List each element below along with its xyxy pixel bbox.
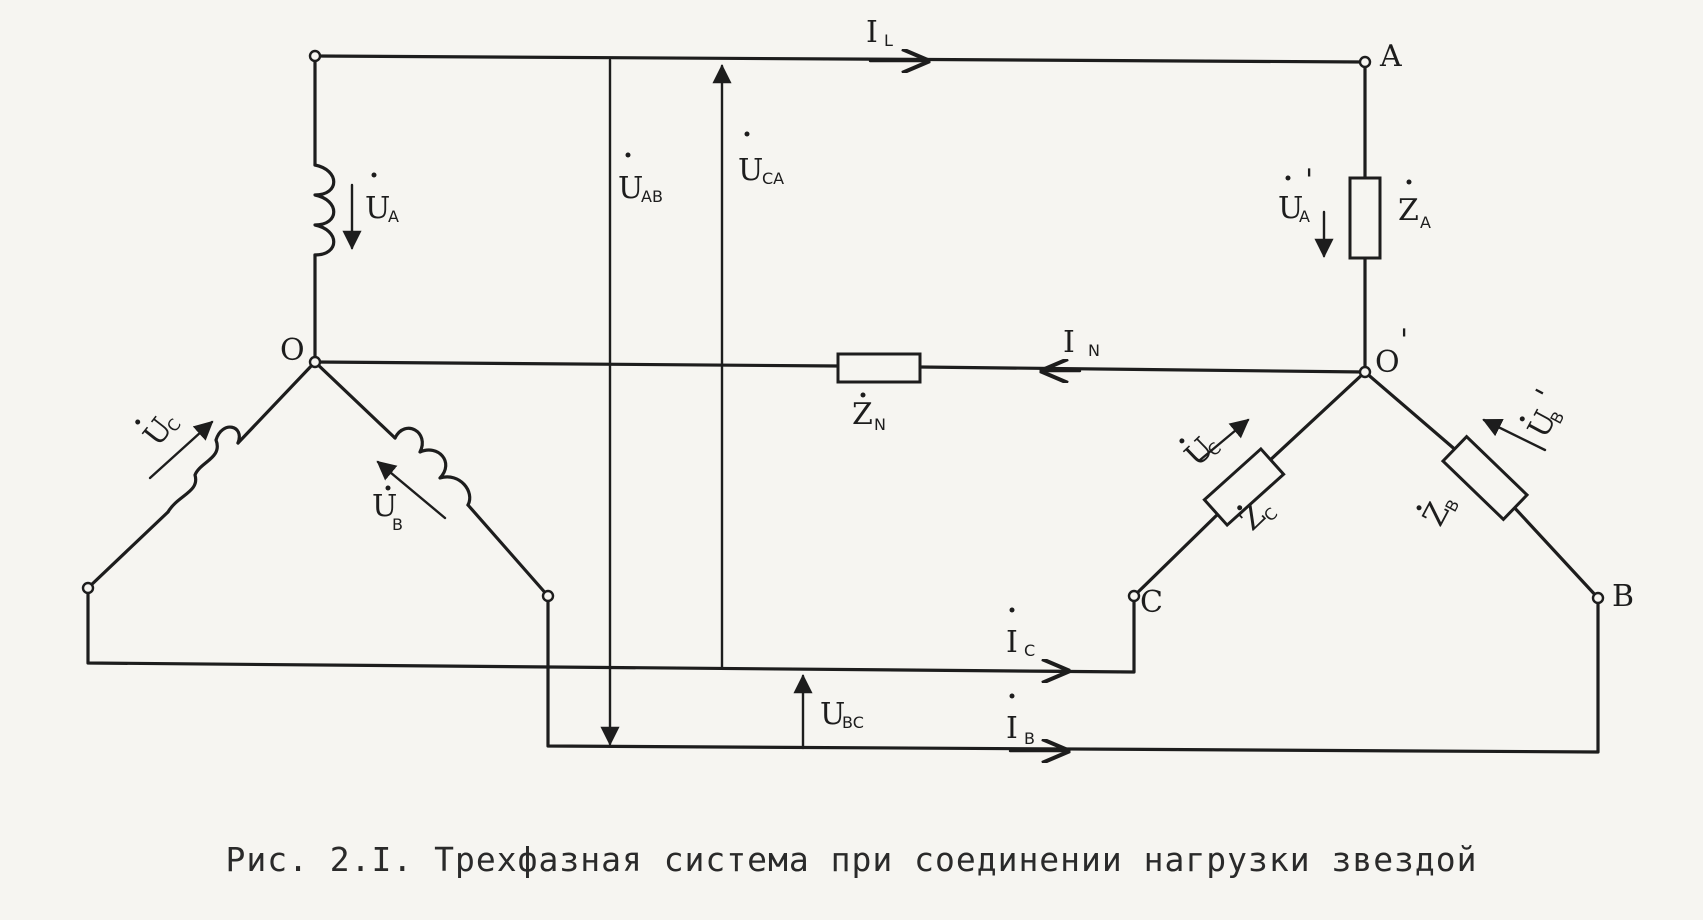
label-node-o: O	[280, 333, 305, 368]
load-impedance-c	[1202, 446, 1286, 528]
label-u-a-load-prime: '	[1305, 163, 1313, 198]
figure-caption: Рис. 2.I. Трехфазная система при соедине…	[225, 840, 1478, 879]
label-i-n-sub: N	[1088, 341, 1100, 360]
label-node-o-prime-mark: '	[1400, 323, 1408, 358]
load-u-c-arrow	[1198, 418, 1250, 462]
neutral-impedance	[836, 352, 922, 384]
load-phase-b-wire	[1363, 370, 1600, 600]
label-u-bc-sub: BC	[842, 713, 864, 732]
label-u-a-load: U	[1278, 191, 1303, 226]
label-z-a: Z	[1398, 193, 1419, 228]
label-z-n: Z	[852, 397, 873, 432]
load-u-b-arrow	[1482, 418, 1547, 452]
source-phase-c-wire	[86, 360, 317, 590]
label-u-b-source: U	[372, 489, 397, 524]
label-z-n-sub: N	[874, 415, 886, 434]
label-i-l-sub: L	[884, 31, 893, 50]
source-u-c-arrow	[148, 420, 214, 480]
load-phase-c-wire	[1132, 370, 1367, 598]
label-u-b-load-prime: '	[1529, 384, 1564, 408]
label-u-ca: U	[738, 153, 763, 188]
label-i-c-sub: C	[1024, 641, 1035, 660]
node-o-prime	[1358, 365, 1372, 379]
label-u-a-source-sub: A	[388, 207, 399, 226]
line-a-wire	[313, 54, 1367, 64]
label-node-c: C	[1140, 585, 1163, 620]
node-b	[1591, 591, 1605, 605]
node-o	[308, 355, 322, 369]
label-i-b: I	[1006, 711, 1018, 746]
label-node-b: B	[1612, 579, 1634, 614]
source-phase-a-coil	[313, 163, 336, 257]
node-top-left	[308, 49, 322, 63]
label-i-b-sub: B	[1024, 729, 1035, 748]
label-node-a: A	[1379, 39, 1402, 74]
line-b-wire	[546, 594, 1600, 754]
label-i-l: I	[866, 15, 878, 50]
label-u-a-source: U	[365, 191, 390, 226]
label-u-a-load-sub: A	[1299, 207, 1310, 226]
label-i-n: I	[1063, 325, 1075, 360]
load-impedance-b	[1440, 434, 1530, 522]
label-u-b-source-sub: B	[392, 515, 403, 534]
source-phase-b-wire	[313, 360, 550, 598]
source-u-b-arrow	[376, 460, 447, 520]
label-u-ca-sub: CA	[762, 169, 784, 188]
node-a	[1358, 55, 1372, 69]
label-i-c: I	[1006, 625, 1018, 660]
node-source-b	[541, 589, 555, 603]
node-c	[1127, 589, 1141, 603]
node-source-c	[81, 581, 95, 595]
label-node-o-prime: O	[1375, 345, 1400, 380]
label-u-ab: U	[618, 171, 643, 206]
label-u-bc: U	[820, 697, 845, 732]
source-phase-b-coil	[393, 426, 472, 507]
source-phase-c-coil	[166, 425, 241, 514]
label-z-a-sub: A	[1420, 213, 1431, 232]
neutral-wire	[313, 360, 1367, 374]
load-impedance-a	[1348, 176, 1382, 260]
label-u-ab-sub: AB	[641, 187, 663, 206]
